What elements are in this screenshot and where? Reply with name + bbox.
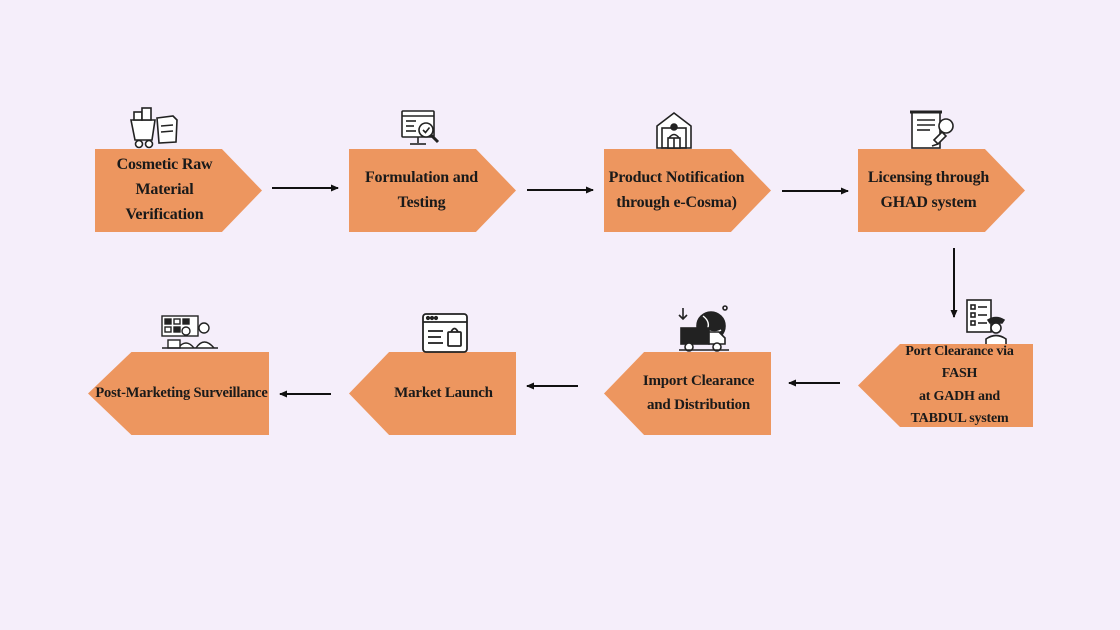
step-formulation-testing: Formulation and Testing [349, 149, 516, 232]
step-market-launch: Market Launch [349, 352, 516, 435]
global-delivery-truck-icon [677, 304, 731, 354]
warehouse-worker-icon [654, 110, 694, 150]
step-post-marketing-surveillance: Post-Marketing Surveillance [88, 352, 269, 435]
step-port-clearance: Port Clearance via FASH at GADH and TABD… [858, 344, 1033, 427]
step-label: Post-Marketing Surveillance [95, 385, 268, 402]
step-import-clearance: Import Clearance and Distribution [604, 352, 771, 435]
customs-officer-checklist-icon [964, 298, 1008, 344]
step-label: Cosmetic Raw Material Verification [116, 156, 213, 223]
license-document-stamp-icon [908, 108, 958, 152]
monitor-magnifier-icon [400, 108, 444, 150]
step-label: Port Clearance via FASH at GADH and TABD… [905, 343, 1014, 426]
step-raw-material-verification: Cosmetic Raw Material Verification [95, 149, 262, 232]
step-licensing-ghad: Licensing through GHAD system [858, 149, 1025, 232]
step-label: Market Launch [394, 384, 493, 401]
step-product-notification: Product Notification through e-Cosma) [604, 149, 771, 232]
team-monitoring-icon [160, 314, 220, 350]
online-shop-browser-icon [421, 312, 469, 354]
step-label: Licensing through GHAD system [867, 168, 990, 211]
step-label: Formulation and Testing [364, 168, 479, 211]
step-label: Product Notification through e-Cosma) [608, 168, 745, 211]
raw-material-cart-icon [128, 106, 180, 150]
step-label: Import Clearance and Distribution [642, 373, 755, 413]
